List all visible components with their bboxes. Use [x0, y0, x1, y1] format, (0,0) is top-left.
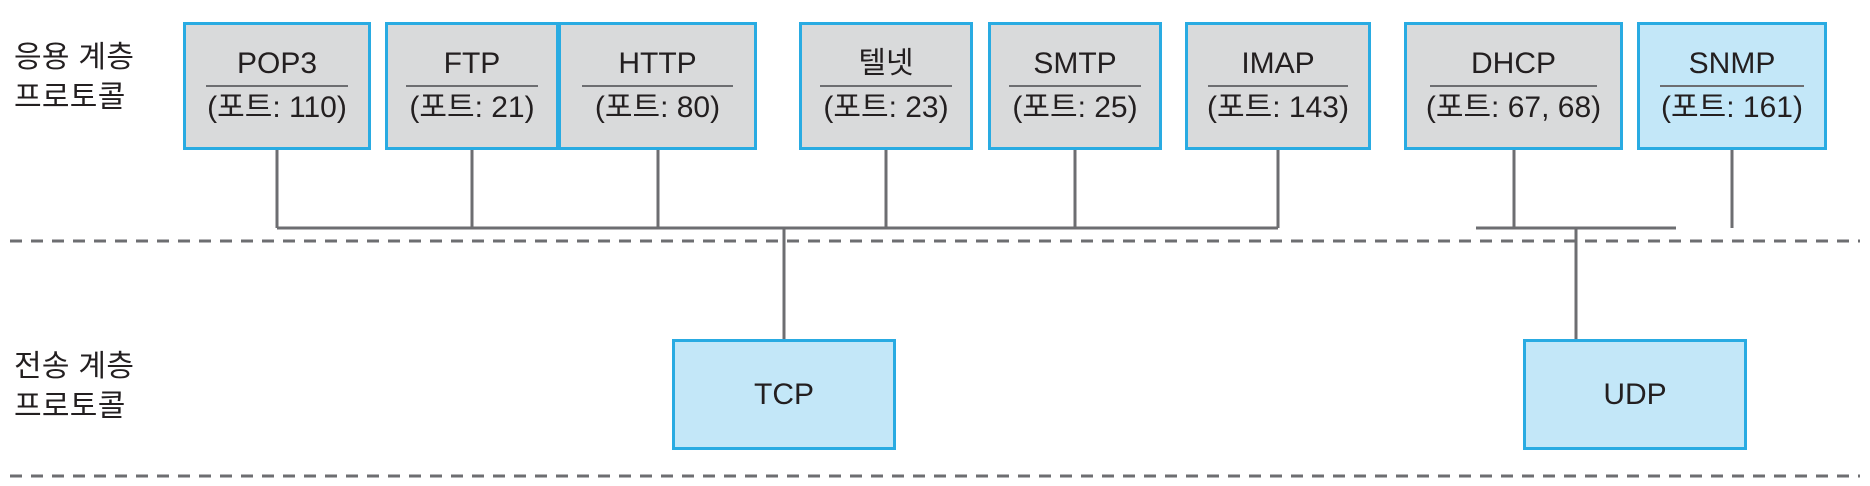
- transport-name: UDP: [1603, 377, 1667, 411]
- transport-box-udp[interactable]: UDP: [1523, 339, 1747, 450]
- protocol-port: (포트: 143): [1207, 91, 1349, 124]
- protocol-port: (포트: 67, 68): [1425, 91, 1602, 124]
- transport-name: TCP: [754, 377, 814, 411]
- protocol-divider-rule: [206, 85, 348, 87]
- protocol-name: 텔넷: [858, 47, 914, 80]
- protocol-divider-rule: [1207, 85, 1349, 87]
- protocol-port: (포트: 110): [207, 91, 347, 124]
- protocol-divider-rule: [820, 85, 952, 87]
- protocol-divider-rule: [582, 85, 733, 87]
- transport-layer-label: 전송 계층 프로토콜: [14, 350, 135, 423]
- protocol-port: (포트: 25): [1012, 91, 1138, 124]
- protocol-port: (포트: 80): [594, 91, 721, 124]
- protocol-box-dhcp[interactable]: DHCP (포트: 67, 68): [1404, 22, 1623, 150]
- protocol-box-텔넷[interactable]: 텔넷 (포트: 23): [799, 22, 973, 150]
- protocol-name: IMAP: [1241, 47, 1315, 80]
- protocol-divider-rule: [1430, 85, 1597, 87]
- protocol-box-http[interactable]: HTTP (포트: 80): [558, 22, 757, 150]
- protocol-port: (포트: 161): [1661, 91, 1803, 124]
- protocol-box-snmp[interactable]: SNMP (포트: 161): [1637, 22, 1827, 150]
- protocol-box-smtp[interactable]: SMTP (포트: 25): [988, 22, 1162, 150]
- protocol-name: SMTP: [1033, 47, 1117, 80]
- protocol-divider-rule: [1009, 85, 1141, 87]
- protocol-divider-rule: [406, 85, 538, 87]
- protocol-box-pop3[interactable]: POP3 (포트: 110): [183, 22, 371, 150]
- transport-box-tcp[interactable]: TCP: [672, 339, 896, 450]
- connector-group: [275, 150, 1734, 339]
- protocol-name: FTP: [443, 47, 501, 80]
- protocol-port: (포트: 23): [823, 91, 949, 124]
- protocol-name: HTTP: [618, 47, 697, 80]
- protocol-port: (포트: 21): [409, 91, 535, 124]
- protocol-name: SNMP: [1688, 47, 1776, 80]
- protocol-divider-rule: [1660, 85, 1804, 87]
- protocol-box-ftp[interactable]: FTP (포트: 21): [385, 22, 559, 150]
- protocol-name: DHCP: [1470, 47, 1556, 80]
- divider-group: [10, 239, 1860, 478]
- protocol-box-imap[interactable]: IMAP (포트: 143): [1185, 22, 1371, 150]
- protocol-name: POP3: [236, 47, 318, 80]
- application-layer-label: 응용 계층 프로토콜: [14, 41, 135, 114]
